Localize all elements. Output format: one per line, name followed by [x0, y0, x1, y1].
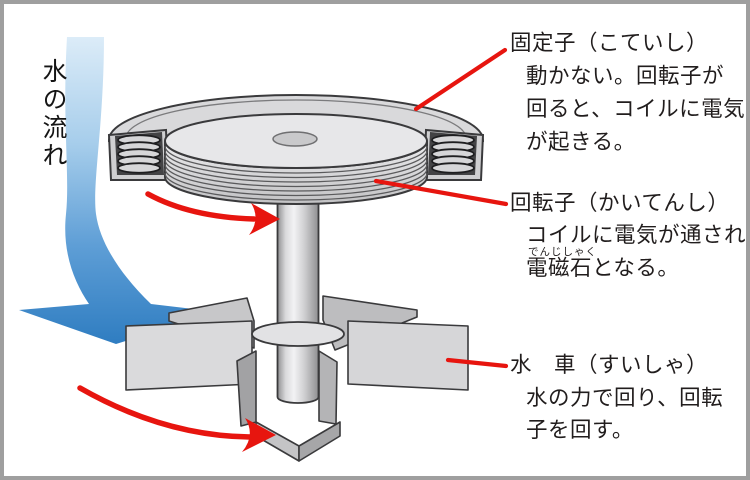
rotor-title: 回転子（かいてんし）	[510, 191, 730, 215]
stator-coil-right	[422, 128, 485, 181]
stator-line-2: 回ると、コイルに電気	[526, 97, 746, 121]
rotation-arrow-lower	[77, 385, 276, 452]
shaft-collar	[251, 321, 345, 347]
diagram-canvas	[19, 37, 509, 462]
rotor-disc	[164, 113, 428, 205]
water-flow-label: 水の流れ	[39, 58, 67, 170]
stator-line-1: 動かない。回転子が	[526, 64, 725, 88]
water-wheel-side-blades	[125, 320, 469, 391]
wheel-line-1: 水の力で回り、回転	[526, 386, 724, 410]
water-flow-arrow	[19, 37, 219, 344]
rotor-furigana: でんじしゃく	[528, 246, 597, 258]
rotor-hub-hole	[272, 131, 318, 147]
rotation-arrow-upper	[145, 191, 280, 235]
leader-lines	[373, 47, 509, 369]
leader-stator	[413, 47, 508, 112]
stator-title: 固定子（こていし）	[510, 31, 709, 55]
stator-line-3: が起きる。	[526, 130, 636, 154]
stator-coil-left	[107, 128, 170, 181]
rotor-line-1: コイルに電気が通され、	[526, 223, 750, 247]
wheel-title: 水 車（すいしゃ）	[510, 353, 709, 377]
leader-rotor	[373, 178, 509, 207]
wheel-line-2: 子を回す。	[526, 418, 634, 442]
rotor-line-2: 電磁石となる。	[526, 256, 680, 280]
leader-wheel	[445, 357, 509, 369]
